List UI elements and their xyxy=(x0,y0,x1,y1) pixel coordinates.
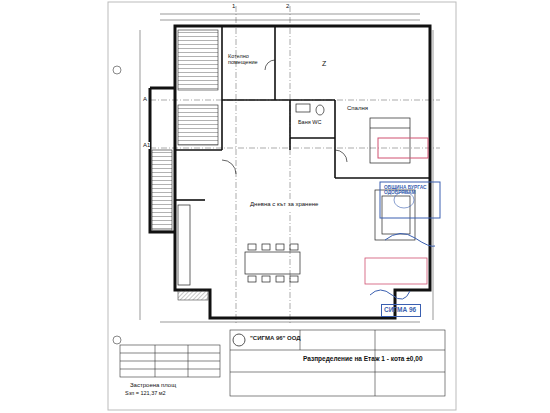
node-text: Котелно помещение xyxy=(228,53,274,65)
axis-label: А xyxy=(143,96,147,103)
company-stamp: СИГМА 96 xyxy=(381,304,421,317)
north-mark: Z xyxy=(322,60,326,68)
axis-label: А1 xyxy=(143,142,150,149)
room-label: Баня WC xyxy=(296,118,325,128)
company-logo: "СИГМА 96" ООД xyxy=(248,334,304,344)
node-text: "СИГМА 96" ООД xyxy=(250,335,302,342)
node-text: Дневна с кът за хранене xyxy=(250,201,320,208)
node-text: ОДОБРЯВАМ xyxy=(384,190,428,195)
room-label: Спалня xyxy=(345,104,371,114)
room-label: Котелно помещение xyxy=(226,52,277,68)
approval-stamp: ОБЩИНА БУРГАСОДОБРЯВАМ xyxy=(382,184,430,198)
node-text: ОБЩИНА БУРГАС xyxy=(384,185,428,190)
node-text: Спалня xyxy=(347,105,369,112)
sheet-title: Разпределение на Етаж 1 - кота ±0,00 xyxy=(303,355,423,362)
axis-label: 1 xyxy=(232,3,235,10)
area-label: Застроена площ xyxy=(130,382,176,389)
area-value: Sзп = 121,37 м2 xyxy=(125,390,166,396)
node-text: Баня WC xyxy=(298,119,323,125)
room-label: Дневна с кът за хранене xyxy=(248,200,323,210)
axis-label: 2 xyxy=(286,3,289,10)
node-text: СИГМА 96 xyxy=(384,306,418,313)
